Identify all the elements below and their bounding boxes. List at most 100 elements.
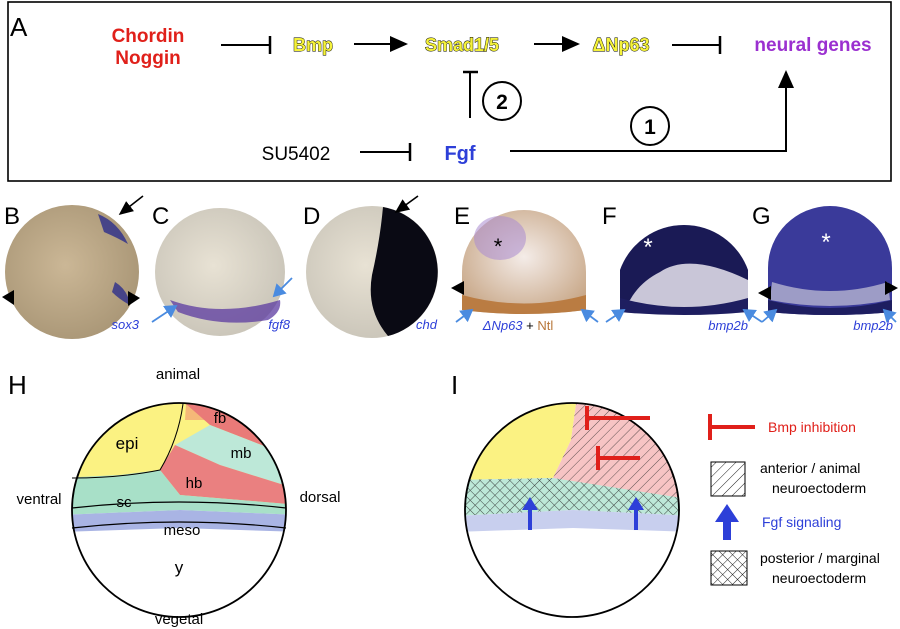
bmp2b-stain <box>620 224 748 306</box>
embryo-g <box>768 206 892 315</box>
legend-bmp-label: Bmp inhibition <box>768 419 856 435</box>
gene-label-e: ΔNp63 + Ntl <box>482 318 554 333</box>
gene-label-f: bmp2b <box>708 318 748 333</box>
arrow-indicator <box>605 309 626 323</box>
asterisk-marker: * <box>643 234 652 261</box>
panel-letter-b: B <box>4 203 20 230</box>
panel-letter-g: G <box>752 203 771 230</box>
np63-label: ΔNp63 <box>593 35 650 55</box>
label-meso: meso <box>164 522 201 539</box>
label-vegetal: vegetal <box>155 611 203 628</box>
panel-c: C fgf8 <box>151 203 293 336</box>
arrowhead-right <box>885 281 898 295</box>
chordin-label: Chordin <box>112 26 185 47</box>
panel-letter-f: F <box>602 203 617 230</box>
asterisk-marker: * <box>494 234 503 259</box>
legend-posterior-line1: posterior / marginal <box>760 550 880 566</box>
legend-anterior-line1: anterior / animal <box>760 460 860 476</box>
circle-2 <box>482 81 522 121</box>
sox3-stain-margin <box>112 282 130 305</box>
boundary-line <box>71 501 287 509</box>
panel-letter-d: D <box>303 203 320 230</box>
panel-letter-c: C <box>152 203 169 230</box>
region-hb <box>160 445 286 505</box>
fgf-label: Fgf <box>444 143 475 165</box>
label-ventral: ventral <box>16 491 61 508</box>
label-sc: sc <box>117 494 133 511</box>
panel-e: E * ΔNp63 + Ntl <box>451 203 599 333</box>
arrow-indicator <box>118 195 144 215</box>
panel-letter-h: H <box>8 370 27 400</box>
arrow-indicator <box>742 309 763 323</box>
fgf8-stain <box>170 300 281 323</box>
label-hb: hb <box>186 475 203 492</box>
panel-letter-e: E <box>454 203 470 230</box>
noggin-label: Noggin <box>115 48 180 69</box>
panel-b: B sox3 <box>2 195 144 339</box>
fgf-signaling-arrow <box>628 497 644 530</box>
boundary-line <box>71 403 184 479</box>
gene-label-g: bmp2b <box>853 318 893 333</box>
circle-1-number: 1 <box>644 116 656 139</box>
bmp-label: Bmp <box>293 35 333 55</box>
arrow-indicator <box>455 308 474 323</box>
region-meso <box>72 510 286 532</box>
legend-posterior-line2: neuroectoderm <box>772 570 866 586</box>
ntl-stain <box>462 295 586 314</box>
panel-f: F * bmp2b <box>602 203 763 333</box>
label-fb: fb <box>214 410 227 427</box>
asterisk-marker: * <box>821 229 830 256</box>
gene-label-b: sox3 <box>112 317 140 332</box>
legend-fgf-arrow <box>715 504 739 540</box>
label-dorsal: dorsal <box>300 489 341 506</box>
gene-label-e-ntl: Ntl <box>537 318 553 333</box>
arrow-indicator <box>580 308 599 323</box>
unstained-band <box>770 282 890 306</box>
boundary-line <box>71 521 287 529</box>
smad-label: Smad1/5 <box>425 35 499 55</box>
panel-d: D chd <box>303 195 438 338</box>
legend: Bmp inhibition anterior / animal neuroec… <box>708 414 880 586</box>
arrow-indicator <box>882 308 897 323</box>
panel-a-frame <box>7 1 892 182</box>
arrowhead-left <box>758 286 771 300</box>
neural-genes-label: neural genes <box>754 35 871 56</box>
su5402-label: SU5402 <box>262 144 331 165</box>
embryo-outline-i <box>464 402 680 618</box>
panel-h: H animal vegetal ventral dorsal epi fb m… <box>8 366 340 628</box>
panel-letter-a: A <box>10 12 28 42</box>
fgf-signaling-arrow <box>522 497 538 530</box>
sox3-stain <box>98 214 128 244</box>
label-y: y <box>175 558 184 577</box>
panel-i: I <box>451 370 680 618</box>
gene-label-e-plus: + <box>523 318 538 333</box>
arrowhead-left <box>451 281 464 295</box>
legend-cross-swatch <box>710 550 748 586</box>
embryo-outline-h <box>71 402 287 618</box>
arrow-indicator <box>761 308 778 323</box>
arrow-indicator <box>394 195 419 213</box>
legend-anterior-line2: neuroectoderm <box>772 480 866 496</box>
arrow-indicator <box>272 277 293 298</box>
label-mb: mb <box>231 445 252 462</box>
region-mb <box>175 425 286 490</box>
bmp2b-stain-margin <box>620 298 748 315</box>
arrowhead-left <box>2 290 14 305</box>
np63-stain <box>474 216 526 260</box>
fgf-to-neural-arrow <box>510 70 794 152</box>
panel-a: A Chordin Noggin Bmp Smad1/5 ΔNp63 neura… <box>7 1 892 182</box>
arrow-indicator <box>151 305 178 323</box>
bmp2b-stain-margin <box>768 300 892 315</box>
legend-fgf-label: Fgf signaling <box>762 514 841 530</box>
label-animal: animal <box>156 366 200 383</box>
circle-2-number: 2 <box>496 91 508 114</box>
gene-label-c: fgf8 <box>268 317 290 332</box>
circle-1 <box>630 106 670 146</box>
gene-label-e-np63: ΔNp63 <box>482 318 524 333</box>
embryo-b <box>5 205 139 339</box>
panel-g: G * bmp2b <box>752 203 898 333</box>
gene-label-d: chd <box>416 317 438 332</box>
chd-stain <box>370 207 438 336</box>
embryo-c <box>155 208 285 336</box>
